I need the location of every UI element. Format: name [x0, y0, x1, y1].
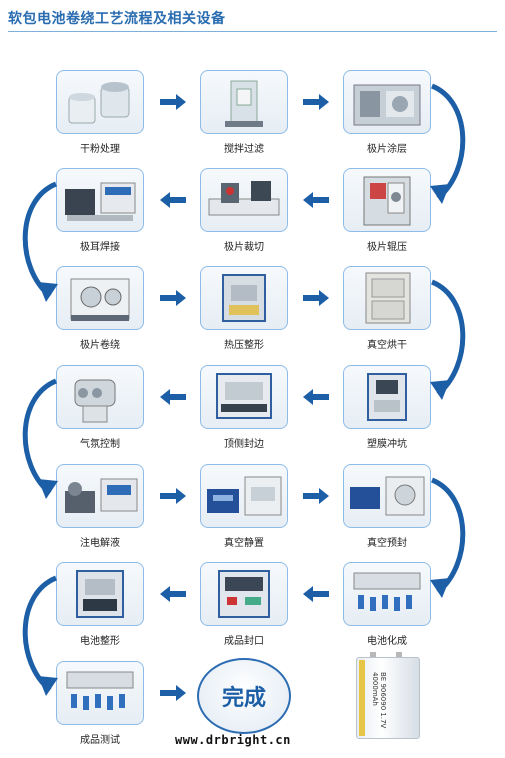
arrow-left-icon: [160, 586, 186, 602]
step-dry-powder: 干粉处理: [56, 70, 144, 155]
curve-arrow-icon: [22, 575, 58, 696]
arrow-right-icon: [303, 290, 329, 306]
done-badge: 完成: [197, 658, 291, 734]
step-label: 极片涂层: [367, 144, 407, 155]
arrow-right-icon: [160, 94, 186, 110]
arrow-right-icon: [160, 685, 186, 701]
step-formation: 电池化成: [343, 562, 431, 647]
done-label: 完成: [221, 686, 266, 711]
arrow-left-icon: [303, 389, 329, 405]
arrow-right-icon: [160, 290, 186, 306]
machine-image: [200, 365, 288, 429]
curve-arrow-icon: [430, 279, 466, 400]
step-label: 极片卷绕: [80, 340, 120, 351]
battery-label: BE 906090 1.7V 4000mAh: [371, 672, 387, 729]
machine-image: [200, 464, 288, 528]
step-atmosphere-control: 气氛控制: [56, 365, 144, 450]
machine-image: [343, 365, 431, 429]
curve-arrow-icon: [22, 181, 58, 302]
battery-tab: [370, 652, 376, 658]
arrow-right-icon: [303, 94, 329, 110]
step-vacuum-standing: 真空静置: [200, 464, 288, 549]
step-tab-welding: 极耳焊接: [56, 168, 144, 253]
step-label: 电池整形: [80, 636, 120, 647]
machine-image: [200, 168, 288, 232]
step-label: 成品测试: [80, 735, 120, 746]
curve-arrow-icon: [22, 378, 58, 499]
step-final-sealing: 成品封口: [200, 562, 288, 647]
step-side-sealing: 顶侧封边: [200, 365, 288, 450]
step-final-testing: 成品测试: [56, 661, 144, 746]
step-label: 搅拌过滤: [224, 144, 264, 155]
machine-image: [56, 266, 144, 330]
battery-edge: [359, 660, 365, 736]
step-label: 极耳焊接: [80, 242, 120, 253]
step-battery-shaping: 电池整形: [56, 562, 144, 647]
machine-image: [343, 266, 431, 330]
step-label: 极片裁切: [224, 242, 264, 253]
machine-image: [343, 562, 431, 626]
machine-image: [343, 70, 431, 134]
step-label: 塑膜冲坑: [367, 439, 407, 450]
arrow-left-icon: [303, 192, 329, 208]
arrow-right-icon: [303, 488, 329, 504]
step-electrode-winding: 极片卷绕: [56, 266, 144, 351]
machine-image: [56, 562, 144, 626]
step-mixing: 搅拌过滤: [200, 70, 288, 155]
machine-image: [200, 562, 288, 626]
machine-image: [200, 266, 288, 330]
page-title: 软包电池卷绕工艺流程及相关设备: [8, 11, 226, 27]
step-electrode-cutting: 极片裁切: [200, 168, 288, 253]
step-label: 电池化成: [367, 636, 407, 647]
machine-image: [56, 464, 144, 528]
machine-image: [200, 70, 288, 134]
step-electrode-rolling: 极片辊压: [343, 168, 431, 253]
step-vacuum-drying: 真空烘干: [343, 266, 431, 351]
step-electrode-coating: 极片涂层: [343, 70, 431, 155]
step-label: 干粉处理: [80, 144, 120, 155]
step-label: 真空预封: [367, 538, 407, 549]
step-hot-press: 热压整形: [200, 266, 288, 351]
arrow-right-icon: [160, 488, 186, 504]
machine-image: [343, 464, 431, 528]
step-label: 气氛控制: [80, 439, 120, 450]
curve-arrow-icon: [430, 477, 466, 598]
step-label: 真空烘干: [367, 340, 407, 351]
step-label: 真空静置: [224, 538, 264, 549]
machine-image: [56, 365, 144, 429]
step-label: 成品封口: [224, 636, 264, 647]
pouch-battery-image: BE 906090 1.7V 4000mAh: [356, 652, 420, 739]
step-label: 顶侧封边: [224, 439, 264, 450]
arrow-left-icon: [303, 586, 329, 602]
curve-arrow-icon: [430, 83, 466, 204]
arrow-left-icon: [160, 192, 186, 208]
step-label: 极片辊压: [367, 242, 407, 253]
machine-image: [56, 70, 144, 134]
website-url: www.drbright.cn: [175, 733, 291, 747]
title-divider: [8, 31, 497, 32]
step-label: 注电解液: [80, 538, 120, 549]
step-label: 热压整形: [224, 340, 264, 351]
battery-tab: [396, 652, 402, 658]
step-film-forming: 塑膜冲坑: [343, 365, 431, 450]
arrow-left-icon: [160, 389, 186, 405]
machine-image: [343, 168, 431, 232]
machine-image: [56, 168, 144, 232]
step-electrolyte-injection: 注电解液: [56, 464, 144, 549]
step-vacuum-pre-seal: 真空预封: [343, 464, 431, 549]
battery-body: BE 906090 1.7V 4000mAh: [356, 657, 420, 739]
machine-image: [56, 661, 144, 725]
